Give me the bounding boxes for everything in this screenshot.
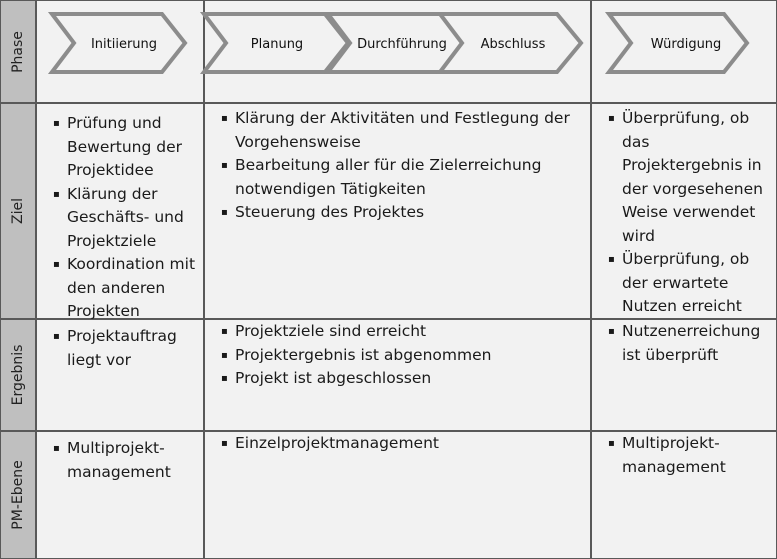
ergebnis-list-1: ▪ Projektauftrag liegt vor [53, 325, 193, 372]
list-item-text: Prüfung und Bewertung der Projektidee [67, 114, 182, 179]
chevron-durchfuehrung: Durchführung [323, 12, 469, 74]
ergebnis-cell-1: ▪ Projektauftrag liegt vor [36, 319, 204, 431]
row-header-ziel-label: Ziel [10, 198, 26, 224]
list-item: ▪ Koordination mit den anderen Projekten [53, 253, 201, 324]
bullet-icon: ▪ [221, 160, 228, 171]
bullet-icon: ▪ [221, 373, 228, 384]
list-item: ▪ Multiprojekt-management [608, 432, 726, 479]
list-item-text: Projektergebnis ist abgenommen [235, 345, 492, 364]
bullet-icon: ▪ [53, 188, 60, 200]
list-item: ▪ Überprüfung, ob das Projektergebnis in … [608, 107, 774, 248]
bullet-icon: ▪ [608, 113, 615, 124]
list-item: ▪ Klärung der Aktivitäten und Festlegung … [221, 107, 581, 154]
list-item: ▪ Nutzenerreichung ist überprüft [608, 320, 768, 367]
ergebnis-list-2: ▪ Projektziele sind erreicht ▪ Projektergeb… [221, 320, 581, 391]
row-header-pm-ebene: PM-Ebene [0, 431, 36, 559]
list-item: ▪ Projekt ist abgeschlossen [221, 367, 581, 391]
ziel-cell-2: ▪ Klärung der Aktivitäten und Festlegung … [204, 103, 591, 319]
phase-label-wuerdigung: Würdigung [651, 37, 722, 52]
ergebnis-list-3: ▪ Nutzenerreichung ist überprüft [608, 320, 768, 367]
list-item: ▪ Projektergebnis ist abgenommen [221, 344, 581, 368]
list-item: ▪ Prüfung und Bewertung der Projektidee [53, 112, 201, 183]
list-item: ▪ Einzelprojektmanagement [221, 432, 581, 456]
list-item: ▪ Klärung der Geschäfts- und Projektziele [53, 183, 201, 254]
list-item-text: Einzelprojektmanagement [235, 434, 439, 452]
list-item-text: Überprüfung, ob das Projektergebnis in d… [622, 109, 763, 245]
ziel-list-3: ▪ Überprüfung, ob das Projektergebnis in … [608, 107, 774, 342]
row-header-ergebnis: Ergebnis [0, 319, 36, 431]
pm-list-1: ▪ Multiprojekt-management [53, 437, 171, 484]
bullet-icon: ▪ [221, 207, 228, 218]
list-item: ▪ Bearbeitung aller für die Zielerreichun… [221, 154, 581, 201]
phase-label-initiierung: Initiierung [91, 37, 157, 52]
list-item-text: Multiprojekt-management [622, 434, 726, 476]
list-item-text: Projektauftrag liegt vor [67, 327, 177, 369]
chevron-abschluss: Abschluss [435, 12, 584, 74]
list-item-text: Projekt ist abgeschlossen [235, 369, 432, 387]
bullet-icon: ▪ [608, 326, 615, 337]
list-item-text: Steuerung des Projektes [235, 203, 425, 221]
pm-list-2: ▪ Einzelprojektmanagement [221, 432, 581, 456]
row-header-phase: Phase [0, 0, 36, 103]
phase-label-planung: Planung [251, 37, 303, 52]
list-item-text: Klärung der Aktivitäten und Festlegung d… [235, 109, 570, 151]
bullet-icon: ▪ [608, 438, 615, 449]
phase-label-durchfuehrung: Durchführung [357, 37, 447, 52]
row-header-pm-ebene-label: PM-Ebene [10, 460, 26, 530]
list-item: ▪ Steuerung des Projektes [221, 201, 581, 225]
chevron-planung: Planung [199, 12, 351, 74]
ergebnis-cell-2: ▪ Projektziele sind erreicht ▪ Projektergeb… [204, 319, 591, 431]
list-item: ▪ Projektauftrag liegt vor [53, 325, 193, 372]
pm-cell-3: ▪ Multiprojekt-management [591, 431, 777, 559]
list-item-text: Bearbeitung aller für die Zielerreichung… [235, 156, 542, 198]
bullet-icon: ▪ [221, 438, 228, 449]
bullet-icon: ▪ [53, 443, 60, 454]
bullet-icon: ▪ [608, 254, 615, 265]
bullet-icon: ▪ [53, 118, 60, 129]
ergebnis-cell-3: ▪ Nutzenerreichung ist überprüft [591, 319, 777, 431]
chevron-wuerdigung: Würdigung [604, 12, 750, 74]
bullet-icon: ▪ [221, 113, 228, 124]
list-item: ▪ Multiprojekt-management [53, 437, 171, 484]
pm-cell-1: ▪ Multiprojekt-management [36, 431, 204, 559]
list-item: ▪ Projektziele sind erreicht [221, 320, 581, 344]
ziel-list-2: ▪ Klärung der Aktivitäten und Festlegung … [221, 107, 581, 225]
ziel-cell-1: ▪ Prüfung und Bewertung der Projektidee ▪ K… [36, 103, 204, 320]
bullet-icon: ▪ [221, 326, 228, 337]
pm-cell-2: ▪ Einzelprojektmanagement [204, 431, 591, 559]
list-item-text: Klärung der Geschäfts- und Projektziele [67, 184, 184, 250]
list-item-text: Koordination mit den anderen Projekten [67, 255, 196, 320]
ziel-cell-3: ▪ Überprüfung, ob das Projektergebnis in … [591, 103, 777, 339]
row-header-ergebnis-label: Ergebnis [10, 344, 26, 406]
list-item-text: Projektziele sind erreicht [235, 322, 427, 340]
phase-chevrons: Initiierung Planung Durchführung Abschlu… [47, 12, 750, 74]
bullet-icon: ▪ [221, 349, 228, 361]
row-header-ziel: Ziel [0, 103, 36, 319]
chevron-initiierung: Initiierung [47, 12, 188, 74]
list-item-text: Multiprojekt-management [67, 439, 171, 481]
phase-label-abschluss: Abschluss [481, 37, 546, 52]
list-item-text: Nutzenerreichung ist überprüft [622, 322, 761, 364]
bullet-icon: ▪ [53, 259, 60, 270]
ziel-list-1: ▪ Prüfung und Bewertung der Projektidee ▪ K… [53, 112, 201, 324]
bullet-icon: ▪ [53, 331, 60, 342]
pm-list-3: ▪ Multiprojekt-management [608, 432, 726, 479]
